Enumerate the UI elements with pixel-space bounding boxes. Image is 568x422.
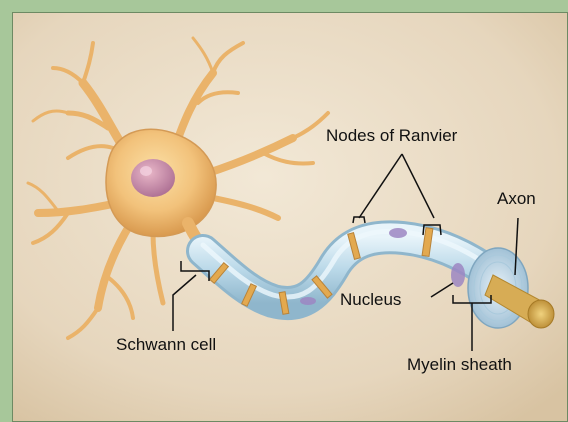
label-axon: Axon	[497, 190, 536, 207]
label-nodes-of-ranvier: Nodes of Ranvier	[326, 127, 457, 144]
label-myelin-sheath: Myelin sheath	[407, 356, 512, 373]
cell-nucleus	[131, 159, 175, 197]
diagram-canvas: Nodes of Ranvier Axon Nucleus Schwann ce…	[12, 12, 568, 422]
label-schwann-cell: Schwann cell	[116, 336, 216, 353]
nucleolus	[140, 166, 152, 176]
label-nucleus: Nucleus	[340, 291, 401, 308]
